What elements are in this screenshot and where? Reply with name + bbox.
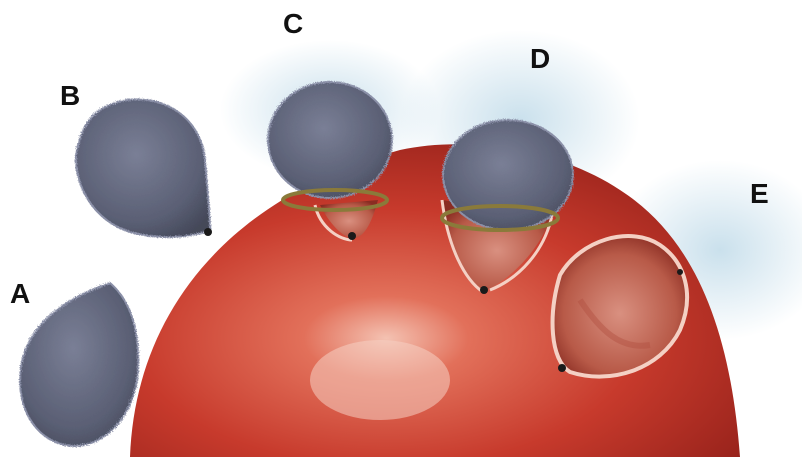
merozoite-b bbox=[76, 99, 212, 237]
stage-label-c: C bbox=[283, 10, 303, 38]
stage-label-b: B bbox=[60, 82, 80, 110]
cell-highlight bbox=[310, 340, 450, 420]
stage-label-d: D bbox=[530, 45, 550, 73]
stage-label-e: E bbox=[750, 180, 769, 208]
merozoite-a bbox=[20, 283, 138, 446]
stage-label-a: A bbox=[10, 280, 30, 308]
